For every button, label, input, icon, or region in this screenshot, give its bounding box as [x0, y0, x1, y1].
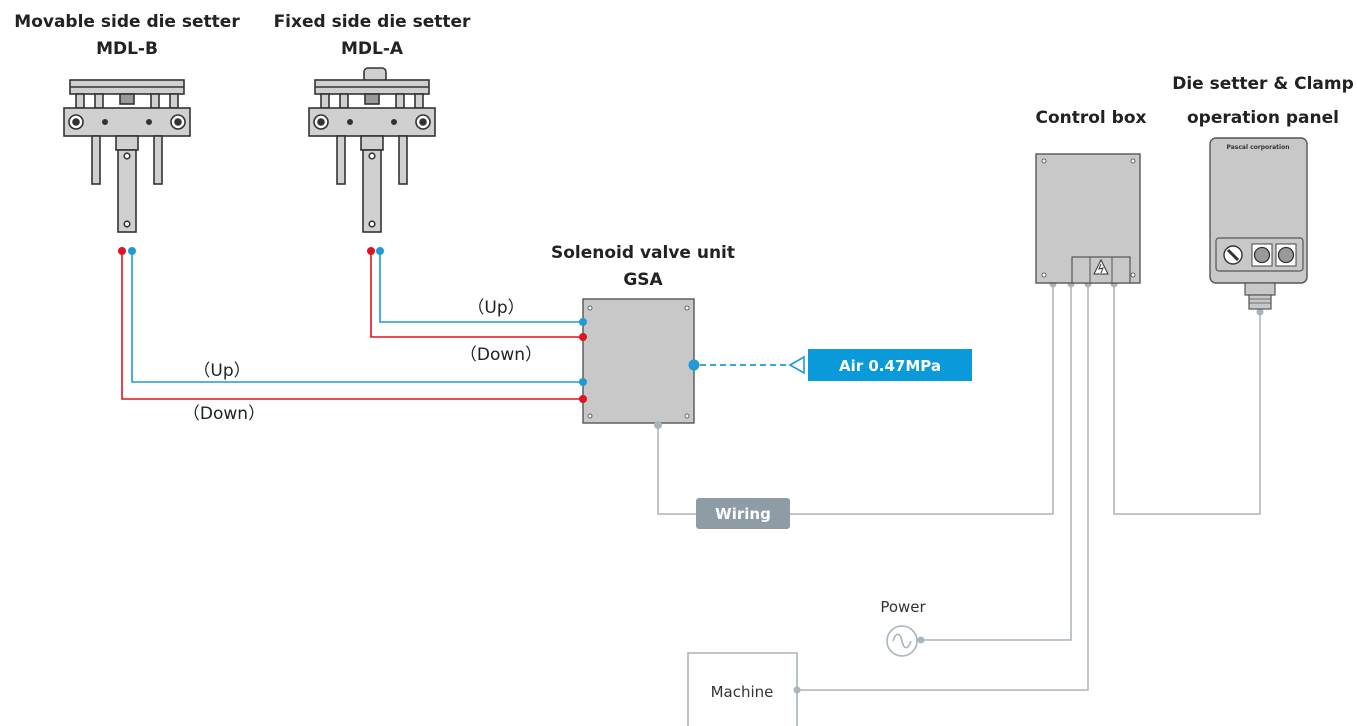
ac-power-source-icon: [886, 625, 918, 657]
electrical-wiring: [657, 284, 1261, 691]
push-button-1-icon: [1251, 243, 1273, 267]
gsa-wiring-port-icon: [654, 421, 662, 429]
control-box-title: Control box: [1035, 108, 1146, 128]
mdl-b-title-line2: MDL-B: [96, 39, 158, 59]
die-setter-mdl-a-icon: [308, 67, 436, 233]
operation-panel-port-icon: [1256, 308, 1264, 316]
gsa-air-port-icon: [688, 359, 700, 371]
operation-panel-brand: Pascal corporation: [1227, 144, 1290, 151]
gsa-mdl-a-down-port-icon: [579, 333, 587, 341]
mdl-b-up-hose: [131, 251, 583, 383]
solenoid-valve-unit-gsa: [582, 298, 695, 424]
mdl-a-down-hose: [370, 251, 583, 338]
mdl-a-up-label: （Up）: [467, 298, 524, 318]
push-button-2-icon: [1275, 243, 1297, 267]
mdl-a-down-port-icon: [367, 247, 375, 255]
gsa-mdl-b-up-port-icon: [579, 378, 587, 386]
power-label: Power: [880, 598, 926, 616]
mdl-a-title-line2: MDL-A: [341, 39, 404, 59]
gsa-title-line1: Solenoid valve unit: [551, 243, 735, 263]
air-source-triangle-icon: [788, 355, 805, 375]
mdl-b-title-line1: Movable side die setter: [14, 12, 240, 32]
wiring-tag-label: Wiring: [715, 505, 771, 523]
power-port-icon: [917, 636, 925, 644]
machine-box: [687, 652, 798, 726]
operation-panel-title-line2: operation panel: [1187, 108, 1339, 128]
gsa-title-line2: GSA: [623, 270, 663, 290]
gsa-mdl-a-up-port-icon: [579, 318, 587, 326]
machine-label: Machine: [711, 683, 774, 701]
mdl-a-up-hose: [379, 251, 583, 323]
wiring-tag: [696, 498, 790, 529]
mdl-a-title-line1: Fixed side die setter: [274, 12, 471, 32]
mdl-b-up-port-icon: [128, 247, 136, 255]
die-setter-mdl-b-icon: [63, 79, 191, 233]
air-tag-label: Air 0.47MPa: [839, 357, 941, 375]
operation-panel: [1209, 137, 1308, 310]
mdl-b-down-port-icon: [118, 247, 126, 255]
mdl-b-down-label: （Down）: [183, 404, 265, 424]
mdl-b-down-hose: [121, 251, 583, 400]
key-switch-icon: [1223, 245, 1243, 265]
operation-panel-title-line1: Die setter & Clamp: [1172, 74, 1354, 94]
mdl-a-up-port-icon: [376, 247, 384, 255]
control-box: [1035, 153, 1141, 284]
gsa-mdl-b-down-port-icon: [579, 395, 587, 403]
high-voltage-warning-icon: [1093, 258, 1109, 275]
air-tag: [808, 349, 972, 381]
mdl-b-up-label: （Up）: [193, 361, 250, 381]
mdl-a-down-label: （Down）: [460, 345, 542, 365]
